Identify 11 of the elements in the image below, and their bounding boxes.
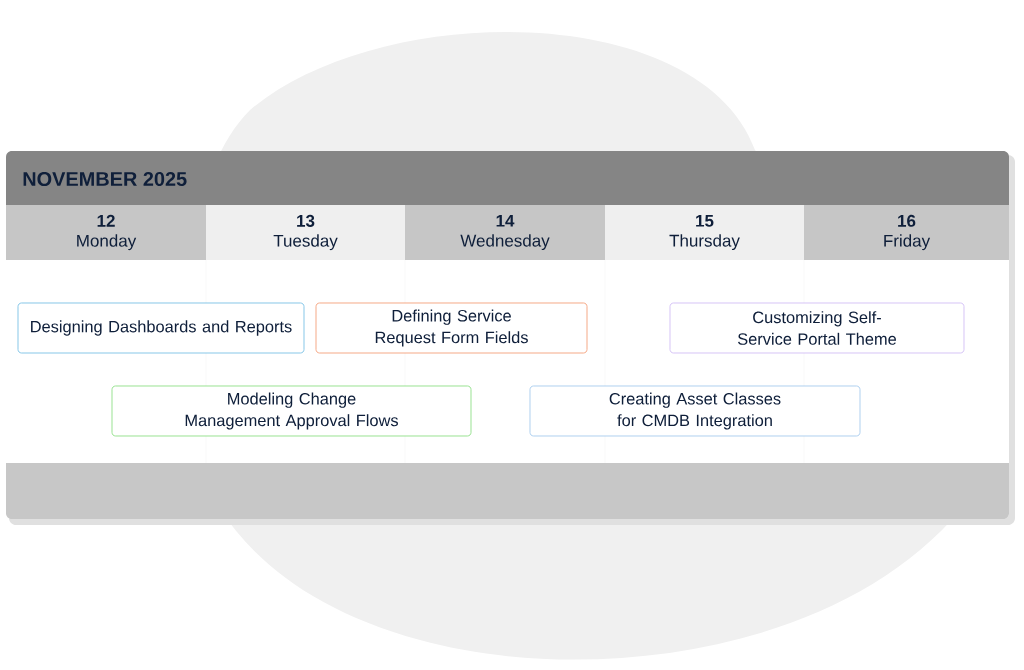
task-box: Designing Dashboards and Reports bbox=[17, 302, 305, 354]
day-header: 15 Thursday bbox=[605, 205, 804, 260]
day-header: 14 Wednesday bbox=[405, 205, 605, 260]
day-header: 16 Friday bbox=[804, 205, 1009, 260]
task-box: Modeling Change Management Approval Flows bbox=[111, 385, 472, 437]
day-header: 13 Tuesday bbox=[206, 205, 405, 260]
month-title: NOVEMBER 2025 bbox=[23, 171, 187, 187]
day-header: 12 Monday bbox=[6, 205, 206, 260]
task-box: Customizing Self-Service Portal Theme bbox=[669, 302, 965, 354]
task-box: Creating Asset Classes for CMDB Integration bbox=[529, 385, 861, 437]
task-box: Defining Service Request Form Fields bbox=[315, 302, 588, 354]
